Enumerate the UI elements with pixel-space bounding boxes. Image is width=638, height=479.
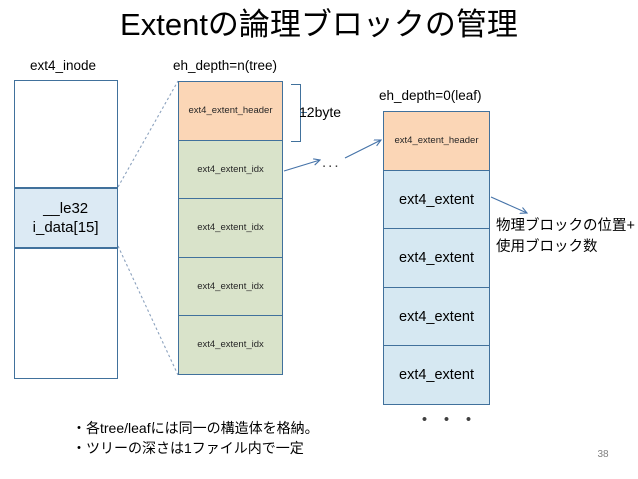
physical-block-annotation: 物理ブロックの位置+ 使用ブロック数 [496,218,635,255]
leaf-continuation-ellipsis: ・・・ [415,410,482,431]
leaf-cell-extent-1[interactable]: ext4_extent [383,169,490,230]
ext4-inode-box[interactable]: __le32 i_data[15] [13,79,118,379]
page-number: 38 [597,449,609,460]
size-annotation-label: 12byte [299,104,342,120]
inode-segment-upper [13,79,118,188]
tree-cell-extent-idx-2[interactable]: ext4_extent_idx [178,198,283,259]
leaf-column-label: eh_depth=0(leaf) [379,88,482,103]
leaf-node-box[interactable]: ext4_extent_header ext4_extent ext4_exte… [383,111,490,408]
arrow-ellipsis-to-leaf [344,140,381,159]
tree-cell-extent-header[interactable]: ext4_extent_header [178,81,283,141]
tree-cell-extent-idx-1[interactable]: ext4_extent_idx [178,139,283,200]
arrow-extent-to-note [490,196,527,213]
tree-cell-extent-idx-3[interactable]: ext4_extent_idx [178,256,283,317]
tree-to-leaf-ellipsis: ... [322,154,341,171]
leaf-cell-extent-3[interactable]: ext4_extent [383,286,490,347]
inode-segment-lower [13,247,118,379]
arrow-idx-to-ellipsis [283,160,320,172]
notes-bullets: ・各tree/leafには同一の構造体を格納。 ・ツリーの深さは1ファイル内で一… [72,420,319,456]
leader-line-lower [117,245,179,376]
inode-column-label: ext4_inode [30,58,97,73]
size-bracket-tick [301,112,307,113]
page-title: Extentの論理ブロックの管理 [120,7,518,42]
leader-line-upper [117,80,179,188]
tree-node-box[interactable]: ext4_extent_header ext4_extent_idx ext4_… [178,81,283,376]
leaf-cell-extent-header[interactable]: ext4_extent_header [383,111,490,171]
size-bracket [291,84,301,142]
i-data-label: __le32 i_data[15] [32,199,99,236]
tree-cell-extent-idx-4[interactable]: ext4_extent_idx [178,315,283,376]
tree-column-label: eh_depth=n(tree) [173,58,277,73]
leaf-cell-extent-2[interactable]: ext4_extent [383,228,490,289]
inode-segment-i-data[interactable]: __le32 i_data[15] [13,187,118,248]
leaf-cell-extent-4[interactable]: ext4_extent [383,345,490,406]
